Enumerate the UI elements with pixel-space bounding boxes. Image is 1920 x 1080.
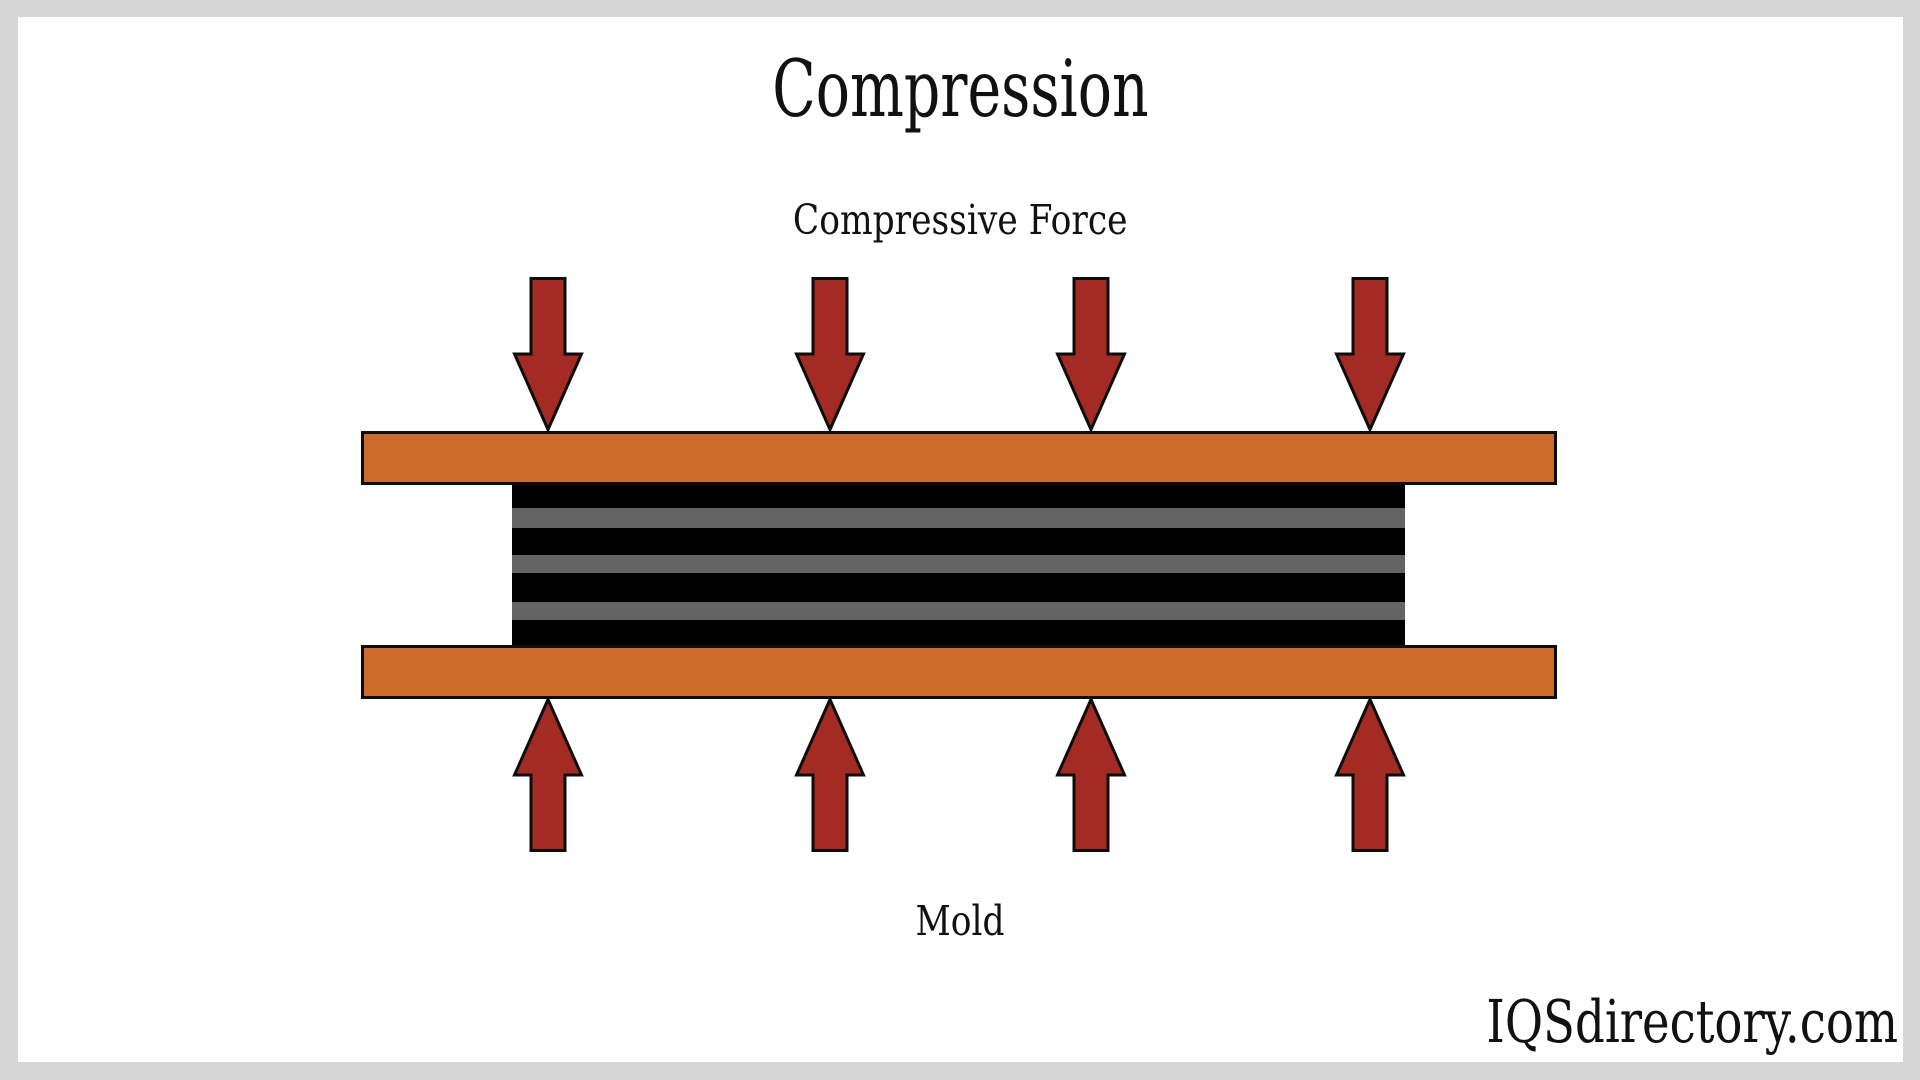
laminate-gray-layer <box>512 508 1405 528</box>
laminate-gray-layer <box>512 602 1405 620</box>
compressive-force-label: Compressive Force <box>0 200 1920 241</box>
laminate-stack <box>512 485 1405 645</box>
watermark: IQSdirectory.com <box>1377 992 1898 1051</box>
down-arrow-icon <box>794 277 866 434</box>
bottom-mold-plate <box>361 645 1557 699</box>
down-arrow-icon <box>512 277 584 434</box>
down-arrow-icon <box>1334 277 1406 434</box>
watermark-text: IQSdirectory.com <box>1486 987 1898 1056</box>
laminate-gray-layer <box>512 555 1405 573</box>
down-arrow-icon <box>1055 277 1127 434</box>
up-arrow-icon <box>1055 695 1127 852</box>
up-arrow-icon <box>794 695 866 852</box>
mold-label: Mold <box>0 901 1920 942</box>
top-mold-plate <box>361 431 1557 485</box>
up-arrow-icon <box>1334 695 1406 852</box>
up-arrow-icon <box>512 695 584 852</box>
diagram-title: Compression <box>0 50 1920 129</box>
compressive-force-label-text: Compressive Force <box>792 196 1128 244</box>
mold-label-text: Mold <box>915 897 1005 945</box>
diagram-title-text: Compression <box>771 43 1149 135</box>
